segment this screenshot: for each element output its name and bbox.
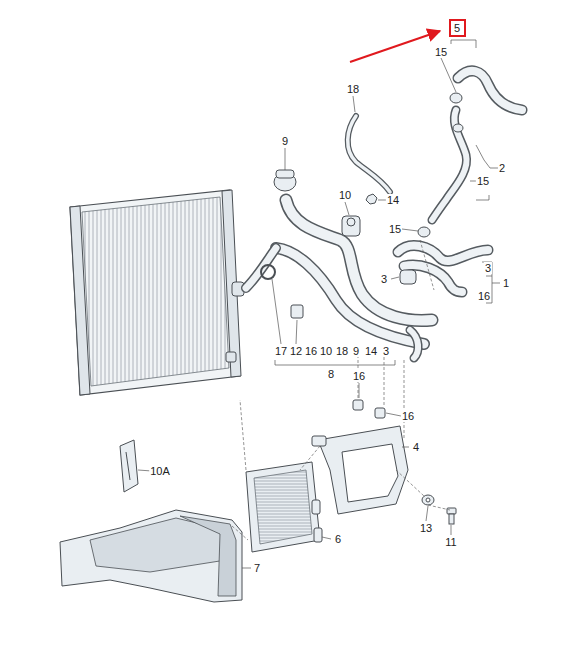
assembly-lines — [232, 240, 450, 540]
callout-number: 16 — [477, 290, 491, 302]
clamp-15 — [450, 93, 462, 103]
leader-lines — [138, 40, 500, 568]
clamp-17 — [261, 265, 275, 279]
clamp-3 — [400, 270, 416, 284]
callout-number: 9 — [352, 345, 360, 357]
auxiliary-cooler-6 — [246, 462, 322, 552]
clip-12 — [291, 305, 303, 318]
thermostat-9 — [274, 170, 296, 191]
callout-number: 15 — [388, 223, 402, 235]
callout-number: 5 — [454, 22, 460, 34]
bolt-11 — [447, 508, 456, 524]
coolant-hose — [432, 110, 467, 220]
bracket-4 — [312, 426, 408, 514]
callout-number: 16 — [352, 370, 366, 382]
clip-16 — [375, 408, 385, 418]
callout-number: 15 — [434, 46, 448, 58]
callout-number: 14 — [364, 345, 378, 357]
radiator — [70, 190, 244, 395]
callout-number: 16 — [401, 410, 415, 422]
callout-number: 10 — [319, 345, 333, 357]
highlight-arrow — [350, 31, 440, 62]
callout-number: 15 — [476, 175, 490, 187]
clamp-15 — [418, 227, 430, 237]
callout-number: 8 — [327, 368, 335, 380]
air-duct-7 — [60, 510, 242, 602]
nut-14 — [366, 194, 377, 204]
callout-number: 14 — [386, 194, 400, 206]
callout-number: 10 — [338, 189, 352, 201]
callout-number: 16 — [304, 345, 318, 357]
coolant-hose-assembly — [246, 200, 432, 358]
callout-number: 2 — [498, 162, 506, 174]
vent-hose — [348, 116, 390, 192]
callout-number: 18 — [335, 345, 349, 357]
clip-16 — [353, 400, 363, 410]
coolant-hose — [398, 245, 488, 292]
callout-number: 1 — [502, 277, 510, 289]
callout-number: 9 — [281, 135, 289, 147]
callout-number: 6 — [334, 533, 342, 545]
coolant-hose — [458, 71, 522, 110]
callout-number: 13 — [419, 522, 433, 534]
clamp-15 — [453, 124, 463, 132]
callout-number: 3 — [484, 262, 492, 274]
callout-number: 7 — [253, 562, 261, 574]
callout-number: 3 — [382, 345, 390, 357]
bracket-10A — [120, 440, 138, 492]
callout-number: 4 — [412, 441, 420, 453]
callout-number: 11 — [444, 536, 457, 548]
highlight-box: 5 — [449, 19, 466, 37]
callout-number: 10A — [149, 465, 171, 477]
connector-10 — [342, 216, 360, 236]
callout-number: 18 — [346, 83, 360, 95]
washer-13 — [422, 495, 434, 505]
callout-number: 12 — [289, 345, 303, 357]
callout-number: 17 — [274, 345, 288, 357]
callout-number: 3 — [380, 273, 388, 285]
